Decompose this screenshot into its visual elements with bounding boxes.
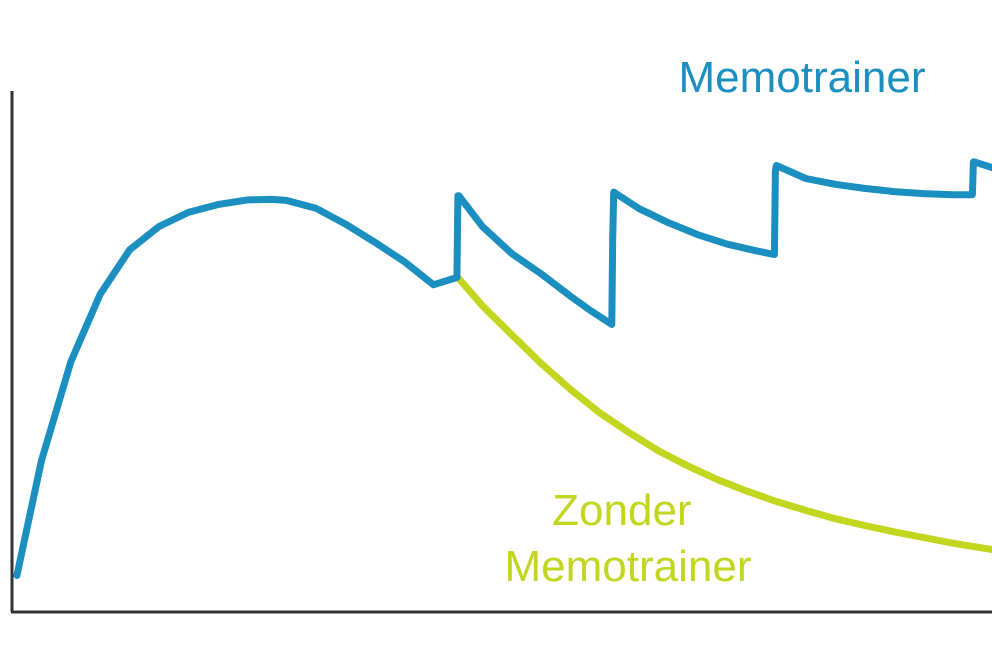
series-line-memotrainer [13, 158, 992, 579]
series-label-memotrainer: Memotrainer [679, 53, 926, 102]
series-label-zonder-memotrainer: Zonder Memotrainer [505, 486, 752, 591]
series-layer [13, 158, 992, 579]
axes [10, 91, 992, 614]
series-labels: Memotrainer Zonder Memotrainer [505, 53, 926, 591]
series-line-zonder-memotrainer [454, 274, 992, 553]
